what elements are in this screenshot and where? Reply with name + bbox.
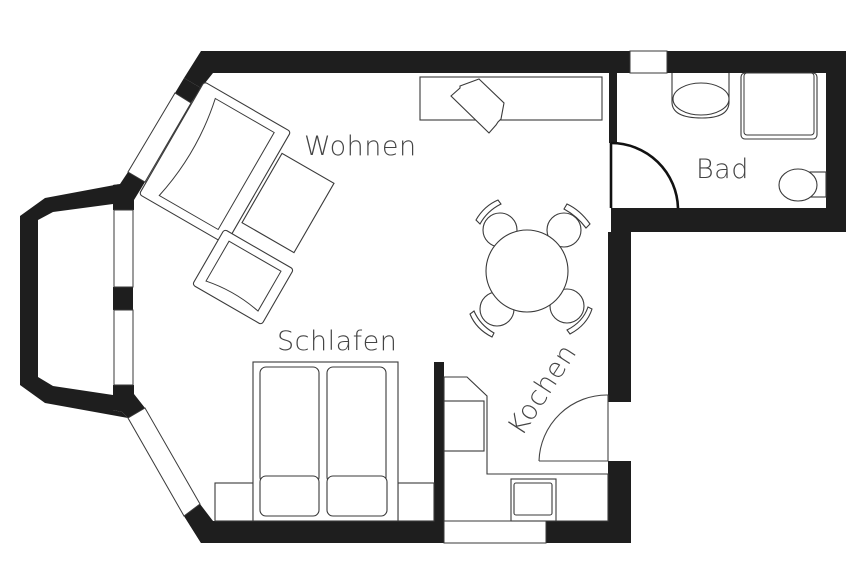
window-bath-top <box>629 50 668 74</box>
wall-diagonal-upper-b <box>113 172 145 200</box>
entrance-door[interactable] <box>538 394 609 462</box>
living-furniture <box>139 76 603 338</box>
wall-kitchen-partition <box>434 362 444 543</box>
sink-basin <box>513 482 553 516</box>
wall-right-lower <box>546 461 631 543</box>
window-kitchen-bottom <box>443 520 547 544</box>
dining-set <box>469 199 593 338</box>
room-label-kochen: Kochen <box>502 339 583 441</box>
nightstand <box>397 482 435 522</box>
room-label-bad: Bad <box>696 154 749 185</box>
stove <box>443 400 485 452</box>
pillow-right <box>326 366 387 484</box>
shower-tray <box>740 72 818 140</box>
wall-right-kitchen <box>608 232 631 402</box>
window-lower-diagonal <box>127 407 201 517</box>
bathroom-furniture <box>671 72 827 202</box>
wall-bay-post-top <box>113 198 134 210</box>
room-label-wohnen: Wohnen <box>304 131 417 162</box>
nightstand <box>214 482 254 522</box>
wall-bay-mullion <box>113 287 133 310</box>
desk <box>419 76 603 121</box>
wall-bottom <box>184 504 444 543</box>
desk-chair <box>450 78 505 134</box>
wall-bay-post-bottom <box>113 385 134 397</box>
toilet <box>671 73 730 119</box>
room-label-schlafen: Schlafen <box>277 326 397 357</box>
windows <box>113 50 668 544</box>
kitchen-furniture <box>443 376 609 522</box>
doors <box>538 141 680 462</box>
armchair <box>192 229 294 325</box>
shower-tray-inner <box>743 72 815 136</box>
blanket-left <box>259 475 320 517</box>
washbasin <box>778 168 827 202</box>
bathroom-door[interactable] <box>609 141 680 209</box>
kitchen-counter <box>443 376 609 522</box>
wall-top-main <box>184 51 630 88</box>
wall-bath-partition <box>609 73 617 143</box>
coffee-table <box>241 152 335 254</box>
wall-bath-bottom <box>611 208 846 298</box>
blanket-right <box>326 475 388 517</box>
window-bay-upper <box>113 209 134 288</box>
pillow-left <box>259 366 320 484</box>
dining-chair <box>546 203 591 248</box>
dining-table <box>485 229 569 313</box>
bedroom-furniture <box>214 361 435 522</box>
walls <box>20 51 846 543</box>
sofa <box>139 82 291 244</box>
wall-bay <box>20 184 128 418</box>
window-upper-diagonal <box>127 92 192 183</box>
window-bay-lower <box>113 309 134 386</box>
wall-diagonal-lower-a <box>113 394 145 418</box>
